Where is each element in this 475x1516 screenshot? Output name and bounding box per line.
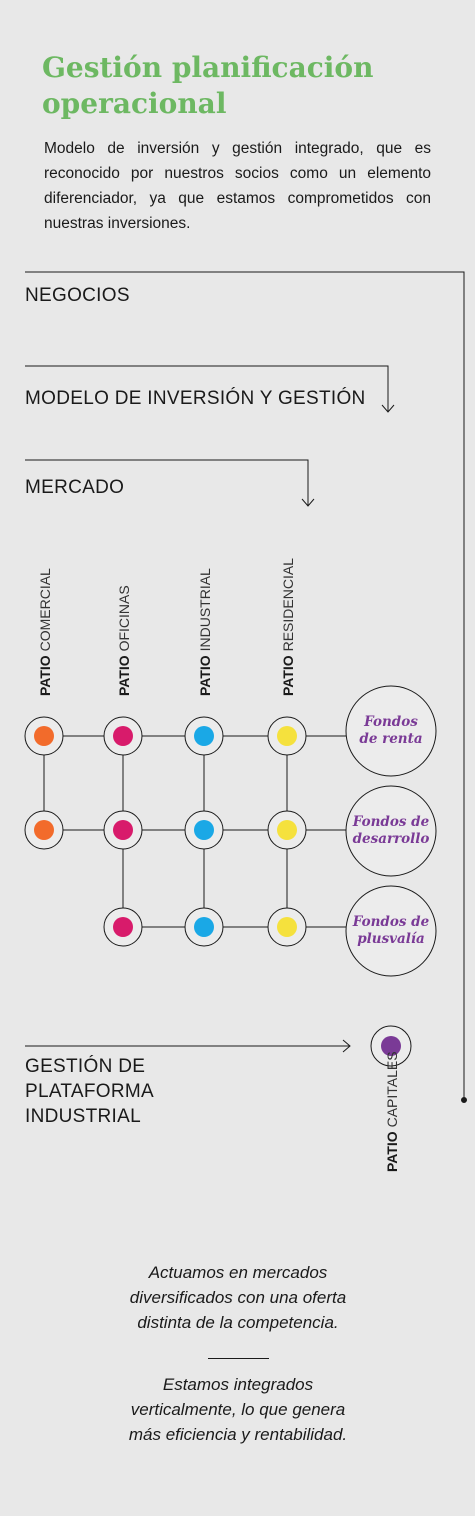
gestion-line-2: PLATAFORMA [25,1081,154,1102]
quote-integrados: Estamos integrados verticalmente, lo que… [88,1372,388,1447]
quote-line: Actuamos en mercados [148,1263,328,1282]
modelo-arrow-line [25,365,389,412]
quote-line: más eficiencia y rentabilidad. [128,1425,348,1444]
patio-type: RESIDENCIAL [280,558,296,652]
patio-type: INDUSTRIAL [197,568,213,652]
label-modelo: MODELO DE INVERSIÓN Y GESTIÓN [25,388,366,409]
negocios-bracket-line [25,271,465,1100]
quote-line: verticalmente, lo que genera [130,1400,346,1419]
gestion-line-3: INDUSTRIAL [25,1106,141,1127]
patio-oficinas-label: PATIO OFICINAS [116,585,132,696]
patio-type: CAPITALES [384,1051,400,1128]
node-dot-comercial-row1 [34,726,54,746]
page-title: Gestión planificación operacional [42,50,442,122]
gestion-arrowhead [342,1039,351,1053]
modelo-arrowhead [381,404,395,413]
patio-word: PATIO [280,655,296,696]
mercado-arrow-line [25,459,309,506]
title-line-1: Gestión planificación [42,51,374,84]
patio-residencial-label: PATIO RESIDENCIAL [280,558,296,696]
node-dot-industrial-row1 [194,726,214,746]
patio-word: PATIO [197,655,213,696]
fund-line: de renta [359,731,423,747]
patio-word: PATIO [116,655,132,696]
patio-industrial-label: PATIO INDUSTRIAL [197,568,213,696]
fund-line: desarrollo [352,831,430,847]
fund-line: plusvalía [357,931,425,947]
node-dot-residencial-row3 [277,917,297,937]
node-dot-industrial-row2 [194,820,214,840]
fund-circle-desarrollo [345,785,437,877]
intro-paragraph: Modelo de inversión y gestión integrado,… [44,140,431,232]
patio-type: COMERCIAL [37,568,53,652]
patio-word: PATIO [384,1131,400,1172]
label-gestion-plataforma: GESTIÓN DE PLATAFORMA INDUSTRIAL [25,1054,154,1129]
fund-line: Fondos de [352,814,430,830]
patio-comercial-label: PATIO COMERCIAL [37,568,53,696]
patio-type: OFICINAS [116,585,132,652]
label-negocios: NEGOCIOS [25,285,130,306]
quote-line: distinta de la competencia. [137,1313,339,1332]
mercado-arrowhead [301,498,315,507]
label-mercado: MERCADO [25,477,125,498]
fund-label-renta: Fondos de renta [346,714,436,748]
fund-label-plusvalia: Fondos de plusvalía [346,914,436,948]
fund-line: Fondos [364,714,418,730]
node-dot-oficinas-row2 [113,820,133,840]
patio-capitales-label: PATIO CAPITALES [384,1051,400,1172]
quote-divider [208,1358,269,1359]
node-dot-residencial-row1 [277,726,297,746]
node-dot-oficinas-row3 [113,917,133,937]
fund-circle-plusvalia [345,885,437,977]
bracket-end-dot [461,1097,467,1103]
title-line-2: operacional [42,87,227,120]
fund-label-desarrollo: Fondos de desarrollo [346,814,436,848]
quote-line: Estamos integrados [162,1375,314,1394]
quote-mercados: Actuamos en mercados diversificados con … [88,1260,388,1335]
node-dot-comercial-row2 [34,820,54,840]
node-dot-industrial-row3 [194,917,214,937]
node-dot-residencial-row2 [277,820,297,840]
quote-line: diversificados con una oferta [129,1288,347,1307]
patio-capitales-node-dot [381,1036,401,1056]
node-dot-oficinas-row1 [113,726,133,746]
fund-line: Fondos de [352,914,430,930]
gestion-line-1: GESTIÓN DE [25,1056,146,1077]
fund-circle-renta [345,685,437,777]
patio-word: PATIO [37,655,53,696]
